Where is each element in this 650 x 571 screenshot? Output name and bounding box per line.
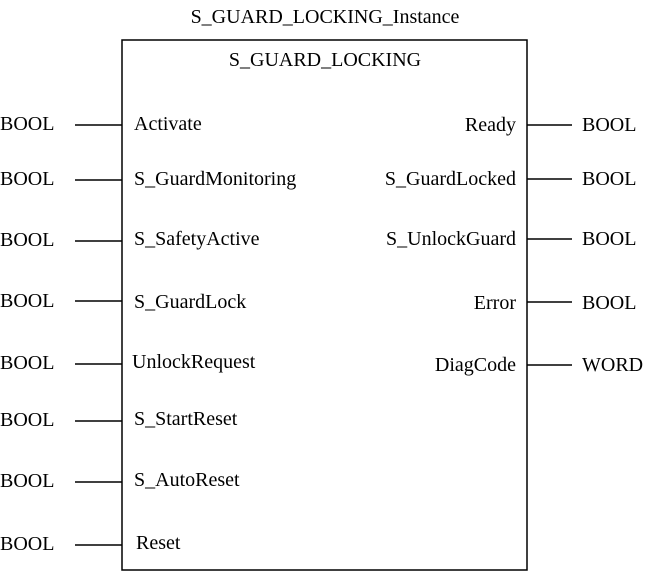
input-pin-7: BOOL Reset <box>0 532 181 555</box>
output-type: WORD <box>582 354 643 376</box>
input-type: BOOL <box>0 168 54 190</box>
output-type: BOOL <box>582 114 636 136</box>
output-name: S_GuardLocked <box>385 168 516 190</box>
input-name: S_StartReset <box>134 408 238 430</box>
output-name: Error <box>474 292 517 314</box>
input-pin-1: BOOL S_GuardMonitoring <box>0 168 296 190</box>
output-name: S_UnlockGuard <box>386 228 516 250</box>
output-pin-2: S_UnlockGuard BOOL <box>386 228 636 250</box>
input-type: BOOL <box>0 533 54 555</box>
input-type: BOOL <box>0 409 54 431</box>
output-name: DiagCode <box>435 354 516 376</box>
output-pin-1: S_GuardLocked BOOL <box>385 168 637 190</box>
input-pin-6: BOOL S_AutoReset <box>0 469 240 492</box>
output-type: BOOL <box>582 292 636 314</box>
function-block-box <box>121 39 528 571</box>
output-pin-0: Ready BOOL <box>465 114 637 136</box>
input-type: BOOL <box>0 470 54 492</box>
input-pin-3: BOOL S_GuardLock <box>0 290 246 313</box>
block-type-name: S_GUARD_LOCKING <box>229 49 421 71</box>
input-pin-5: BOOL S_StartReset <box>0 408 238 431</box>
input-name: S_GuardLock <box>134 291 246 313</box>
input-pin-2: BOOL S_SafetyActive <box>0 228 260 251</box>
input-name: S_GuardMonitoring <box>134 168 296 190</box>
instance-name: S_GUARD_LOCKING_Instance <box>191 6 460 28</box>
input-type: BOOL <box>0 229 54 251</box>
input-name: Activate <box>134 113 202 135</box>
input-type: BOOL <box>0 290 54 312</box>
output-type: BOOL <box>582 168 636 190</box>
output-name: Ready <box>465 114 516 136</box>
input-type: BOOL <box>0 352 54 374</box>
output-pin-4: DiagCode WORD <box>435 354 643 376</box>
input-type: BOOL <box>0 113 54 135</box>
input-name: Reset <box>136 532 181 554</box>
output-type: BOOL <box>582 228 636 250</box>
input-name: UnlockRequest <box>132 351 256 373</box>
input-name: S_AutoReset <box>134 469 240 491</box>
input-pin-0: BOOL Activate <box>0 113 202 135</box>
output-pin-3: Error BOOL <box>474 292 637 314</box>
input-pin-4: BOOL UnlockRequest <box>0 351 256 374</box>
input-name: S_SafetyActive <box>134 228 260 250</box>
